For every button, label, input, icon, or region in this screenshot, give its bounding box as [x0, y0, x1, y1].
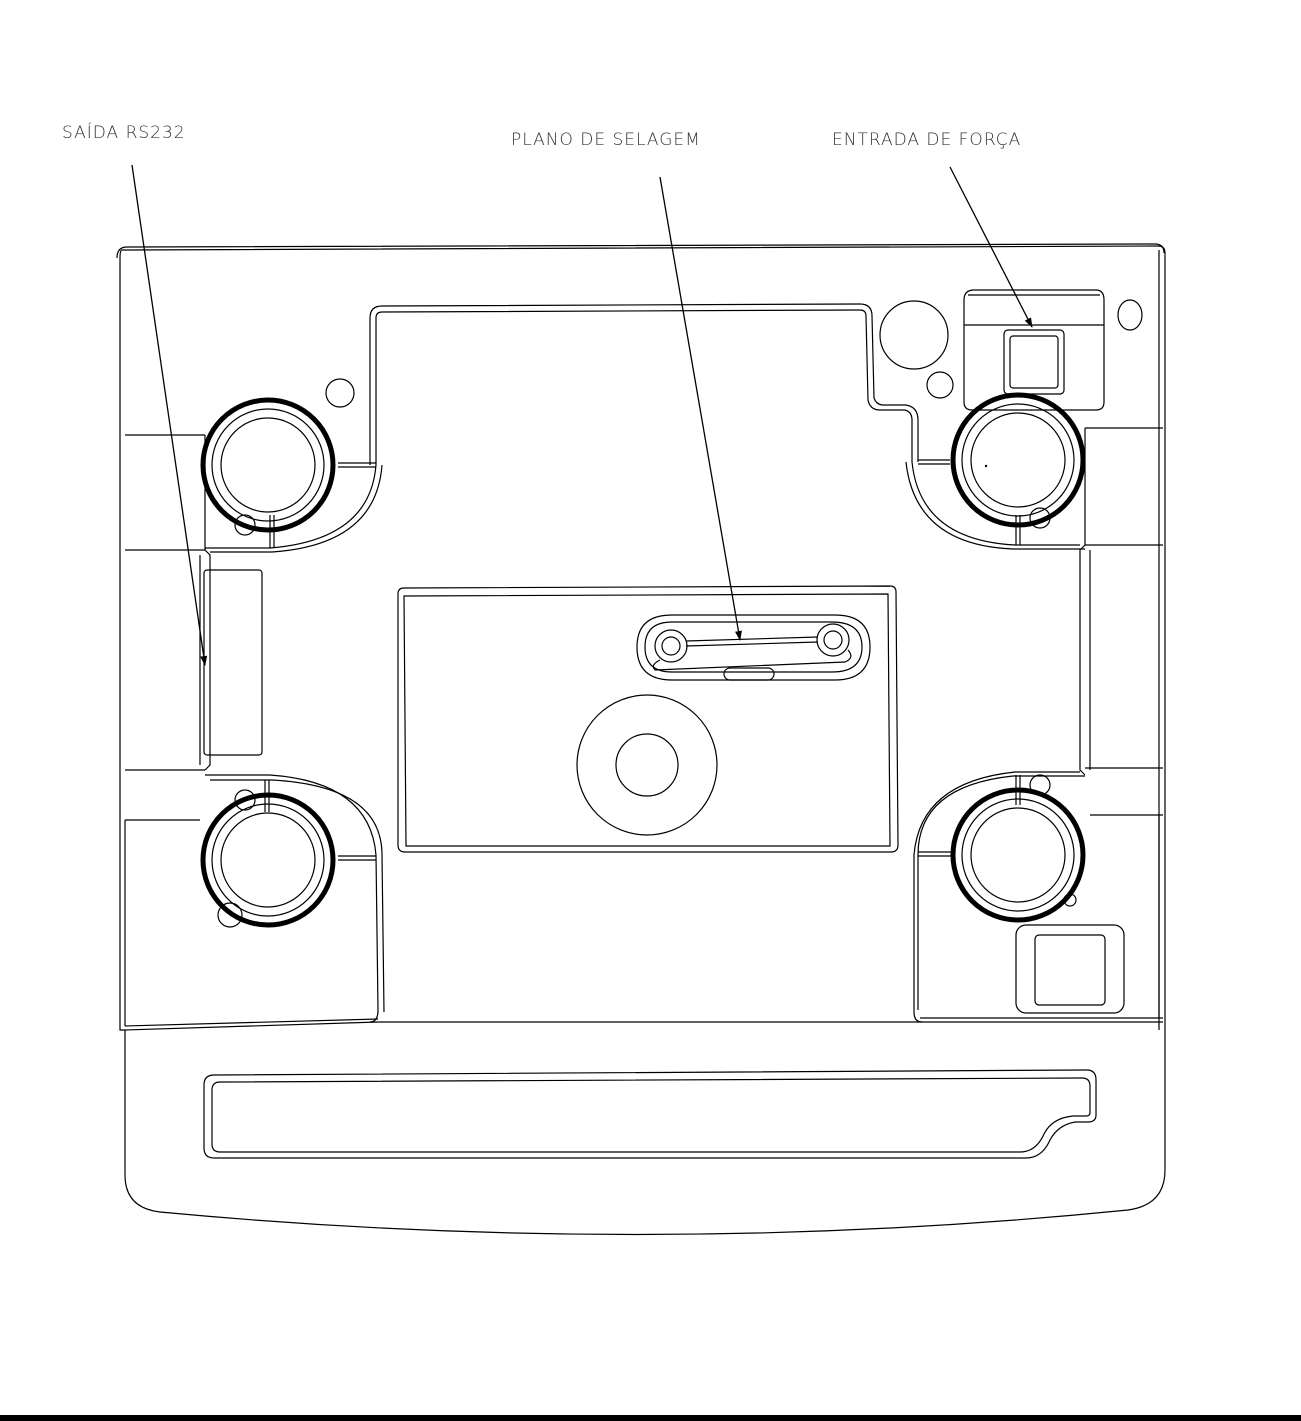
- rs232-leader-line: [131, 164, 208, 666]
- foot-top-right: [905, 392, 1086, 550]
- upper-recess-outline: [369, 303, 919, 465]
- rs232-output-callout: SAÍDA RS232: [62, 123, 186, 143]
- housing-outline: [116, 243, 1166, 1236]
- leader-lines: [131, 164, 1033, 666]
- power-connector: [879, 289, 1143, 411]
- lower-side-lines: [124, 815, 1160, 1026]
- foot-bottom-left: [200, 774, 385, 1023]
- foot-top-left: [200, 378, 383, 553]
- central-plate: [397, 585, 899, 853]
- right-side-pocket: [1079, 427, 1163, 816]
- power-leader-line: [949, 166, 1033, 328]
- sealing-leader-line: [659, 176, 742, 641]
- seal-slot: [636, 614, 871, 681]
- handle-groove: [203, 1069, 1097, 1159]
- bottom-rule: [0, 1415, 1301, 1421]
- square-opening: [1015, 924, 1125, 1014]
- left-side-pocket: [125, 434, 263, 821]
- sealing-plane-callout: PLANO DE SELAGEM: [511, 130, 701, 150]
- foot-bottom-right: [913, 771, 1086, 1023]
- power-input-callout: ENTRADA DE FORÇA: [832, 130, 1022, 150]
